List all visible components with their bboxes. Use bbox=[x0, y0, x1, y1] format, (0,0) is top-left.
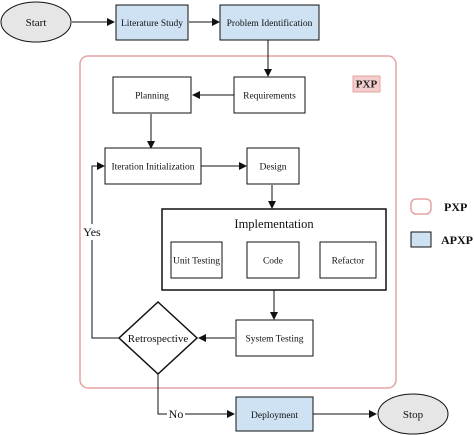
yes-label-bg bbox=[82, 224, 102, 240]
code-box bbox=[246, 241, 300, 279]
refactor-box bbox=[319, 241, 377, 279]
legend-apxp-label: APXP bbox=[441, 233, 473, 247]
retrospective-label: Retrospective bbox=[128, 333, 189, 345]
yes-label: Yes bbox=[83, 225, 101, 239]
design-box bbox=[246, 147, 300, 185]
unit-testing-label: Unit Testing bbox=[173, 257, 220, 267]
start-label: Start bbox=[26, 17, 47, 29]
legend-pxp-label: PXP bbox=[444, 200, 467, 214]
problem-identification-box bbox=[219, 4, 320, 41]
no-label-bg bbox=[167, 407, 185, 421]
no-label: No bbox=[169, 407, 184, 421]
literature-study-label: Literature Study bbox=[121, 19, 183, 29]
requirements-label: Requirements bbox=[243, 92, 296, 102]
deployment-box bbox=[235, 396, 314, 432]
system-testing-label: System Testing bbox=[245, 335, 303, 345]
legend-pxp-swatch bbox=[410, 198, 432, 215]
iteration-initialization-label: Iteration Initialization bbox=[111, 163, 194, 173]
pxp-region-label: PXP bbox=[356, 79, 378, 91]
code-label: Code bbox=[263, 257, 283, 267]
start-node bbox=[0, 1, 72, 43]
design-label: Design bbox=[260, 163, 287, 173]
refactor-label: Refactor bbox=[332, 256, 366, 267]
retrospective-decision bbox=[117, 300, 199, 376]
pxp-region-tag bbox=[352, 75, 381, 93]
pxp-region bbox=[79, 55, 397, 389]
legend-apxp-swatch bbox=[410, 231, 432, 248]
system-testing-box bbox=[235, 319, 314, 357]
edge-retrospective-yes bbox=[91, 162, 121, 339]
edge-retrospective-no bbox=[157, 374, 235, 418]
deployment-label: Deployment bbox=[251, 411, 298, 421]
stop-label: Stop bbox=[403, 409, 424, 421]
planning-label: Planning bbox=[135, 92, 169, 102]
implementation-label: Implementation bbox=[234, 217, 314, 231]
unit-testing-box bbox=[170, 241, 223, 279]
iteration-initialization-box bbox=[104, 147, 202, 185]
requirements-box bbox=[233, 76, 306, 114]
problem-identification-label: Problem Identification bbox=[227, 18, 313, 29]
planning-box bbox=[112, 76, 192, 114]
literature-study-box bbox=[115, 4, 189, 41]
stop-node bbox=[377, 393, 449, 435]
